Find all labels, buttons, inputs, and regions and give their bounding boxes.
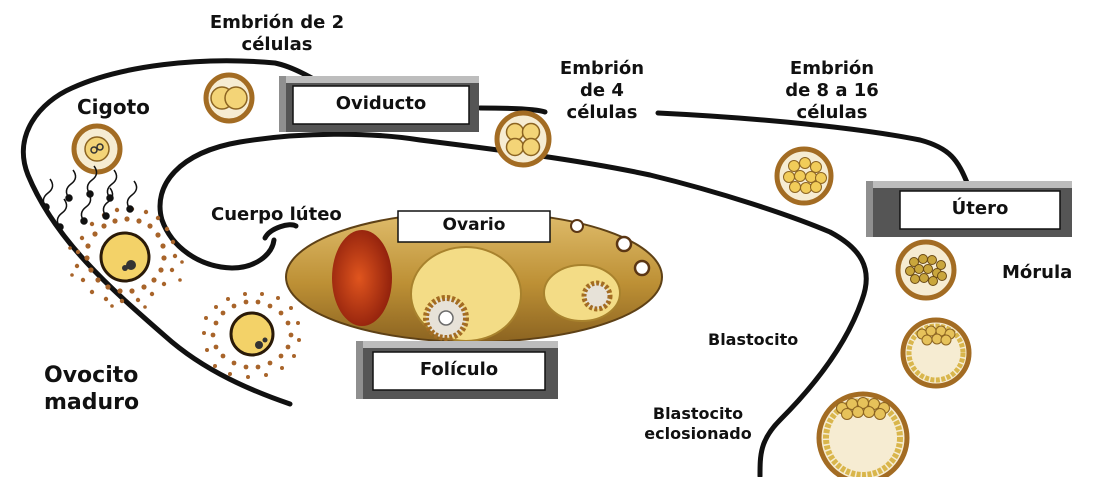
corpus-luteum-label: Cuerpo lúteo: [211, 204, 342, 226]
eight-sixteen-embryo-label-line3: células: [762, 102, 902, 124]
oviduct-label: Oviducto: [293, 93, 469, 115]
sperm-cells: [43, 166, 137, 230]
mature-oocyte-label-line1: Ovocito: [44, 363, 139, 390]
secondary-follicle-oocyte: [584, 283, 610, 309]
zygote-label: Cigoto: [77, 95, 150, 119]
follicle-label: Folículo: [373, 359, 545, 381]
corpus-luteum: [332, 230, 392, 326]
blastocyst-label: Blastocito: [708, 330, 798, 350]
infundibulum-wall: [265, 225, 296, 238]
eight-sixteen-embryo-label-line2: de 8 a 16: [762, 80, 902, 102]
two-cell-embryo: [206, 75, 252, 121]
four-cell-embryo-label-line2: de 4: [540, 80, 664, 102]
morula-label: Mórula: [1002, 262, 1072, 284]
four-cell-embryo-label-line1: Embrión: [540, 58, 664, 80]
large-follicle-nucleus: [439, 311, 453, 325]
blastocyst: [903, 320, 969, 386]
eight-sixteen-cell-embryo: [777, 149, 831, 203]
mature-oocyte-label-line2: maduro: [44, 390, 139, 417]
large-follicle: [411, 247, 521, 341]
two-cell-embryo-label-line1: Embrión de 2: [186, 12, 368, 34]
primordial-follicle-1: [571, 220, 583, 232]
eight-sixteen-embryo-label: Embrión de 8 a 16 células: [762, 58, 902, 124]
two-cell-embryo-label-line2: células: [186, 34, 368, 56]
primordial-follicle-3: [635, 261, 649, 275]
hatched-blastocyst-label-line1: Blastocito: [630, 404, 766, 424]
primordial-follicle-2: [617, 237, 631, 251]
four-cell-embryo-label-line3: células: [540, 102, 664, 124]
zygote: [74, 126, 120, 172]
ovary-label: Ovario: [398, 215, 550, 236]
morula: [898, 242, 954, 298]
eight-sixteen-embryo-label-line1: Embrión: [762, 58, 902, 80]
two-cell-embryo-label: Embrión de 2 células: [186, 12, 368, 56]
four-cell-embryo-label: Embrión de 4 células: [540, 58, 664, 124]
mature-oocyte: [202, 292, 301, 379]
hatched-blastocyst-label: Blastocito eclosionado: [630, 404, 766, 443]
hatched-blastocyst: [819, 394, 907, 477]
hatched-blastocyst-label-line2: eclosionado: [630, 424, 766, 444]
mature-oocyte-label: Ovocito maduro: [44, 363, 139, 417]
uterus-label: Útero: [900, 198, 1060, 220]
